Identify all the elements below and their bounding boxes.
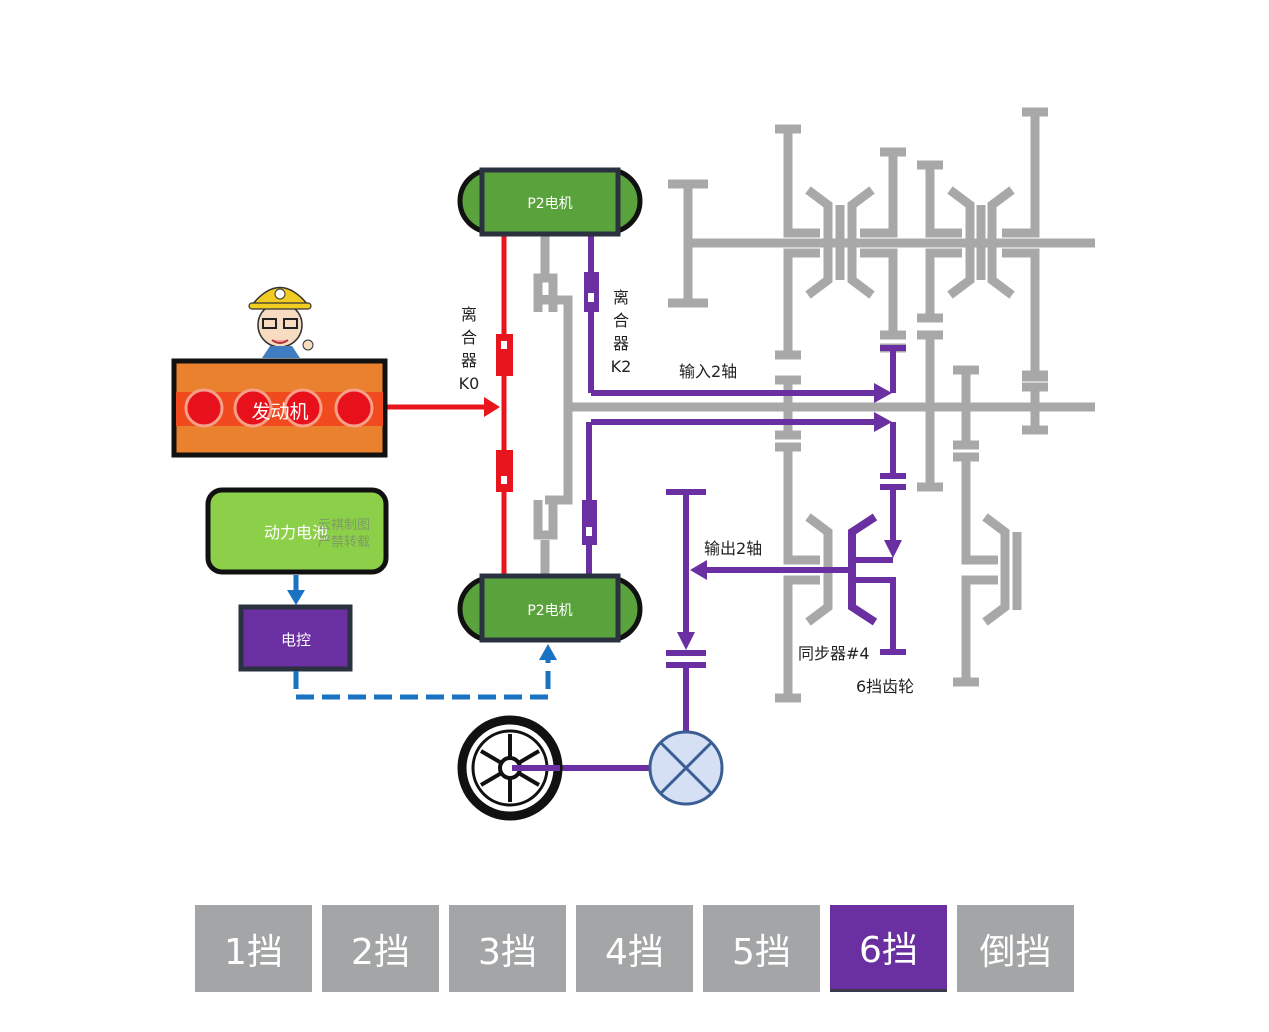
clutch-k2-label: 离 合 器 K2 — [611, 288, 632, 376]
input-shaft-2-label: 输入2轴 — [679, 362, 737, 381]
ecu-label: 电控 — [281, 631, 311, 649]
engine: 发动机 — [171, 358, 388, 458]
battery: 动力电池 云祺制图 严禁转载 — [205, 487, 389, 575]
gear-selector: 1挡 2挡 3挡 4挡 5挡 6挡 倒挡 — [195, 905, 1074, 992]
gear-button-2[interactable]: 2挡 — [322, 905, 439, 992]
battery-label: 动力电池 — [264, 523, 328, 542]
gear-6-label: 6挡齿轮 — [856, 677, 914, 696]
gear-button-6[interactable]: 6挡 — [830, 905, 947, 992]
gear-button-1[interactable]: 1挡 — [195, 905, 312, 992]
synchronizer-label: 同步器#4 — [798, 644, 870, 663]
ecu: 电控 — [238, 604, 353, 672]
svg-text:合: 合 — [613, 311, 629, 330]
watermark-line1: 云祺制图 — [318, 518, 370, 533]
watermark-line2: 严禁转载 — [318, 535, 370, 550]
motor-top-label: P2电机 — [527, 196, 572, 212]
svg-text:K0: K0 — [459, 374, 480, 393]
power-path-arrows — [582, 272, 902, 650]
motor-bottom-label: P2电机 — [527, 603, 572, 619]
control-signal-line — [293, 644, 557, 700]
svg-text:器: 器 — [461, 351, 477, 370]
gear-button-3[interactable]: 3挡 — [449, 905, 566, 992]
differential-icon — [648, 730, 724, 806]
engine-label: 发动机 — [251, 401, 308, 423]
svg-text:合: 合 — [461, 328, 477, 347]
clutch-k0-label: 离 合 器 K0 — [459, 305, 480, 393]
svg-text:器: 器 — [613, 334, 629, 353]
motor-bottom: P2电机 — [457, 573, 643, 643]
output-shaft-2-label: 输出2轴 — [704, 539, 762, 558]
battery-to-ecu-arrow — [287, 575, 305, 605]
gear-button-5[interactable]: 5挡 — [703, 905, 820, 992]
svg-text:K2: K2 — [611, 357, 632, 376]
engineer-avatar-icon — [248, 286, 314, 358]
gearbox-structure — [533, 107, 1095, 703]
wheel-icon — [457, 715, 563, 821]
svg-text:离: 离 — [613, 288, 629, 307]
gear-button-4[interactable]: 4挡 — [576, 905, 693, 992]
gear-button-reverse[interactable]: 倒挡 — [957, 905, 1074, 992]
engine-power-path — [386, 233, 513, 578]
svg-text:离: 离 — [461, 305, 477, 324]
active-power-path — [512, 233, 906, 771]
motor-top: P2电机 — [457, 167, 643, 237]
